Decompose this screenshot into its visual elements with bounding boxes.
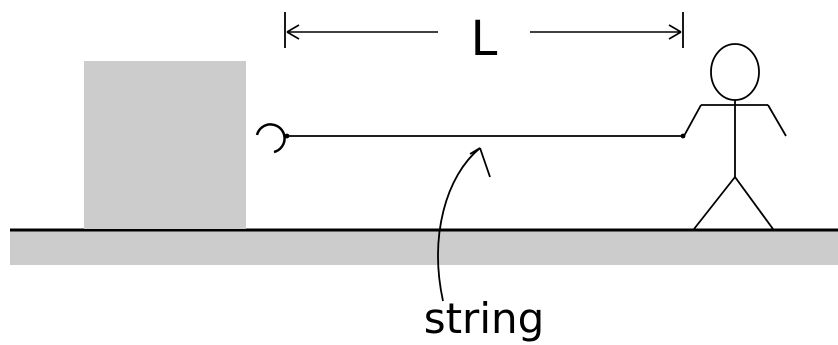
ground-strip xyxy=(10,229,838,265)
person-right-leg xyxy=(734,176,774,230)
person-left-arm xyxy=(683,104,702,137)
dimension-left-arrowhead xyxy=(286,24,300,40)
person-right-arm xyxy=(767,104,787,137)
block xyxy=(84,61,246,229)
person-left-leg xyxy=(693,176,736,230)
person-head xyxy=(710,43,760,101)
string-label: string xyxy=(424,294,545,343)
hook xyxy=(255,123,286,154)
pointer-curve xyxy=(437,147,481,302)
length-label: L xyxy=(471,11,498,67)
pointer-arrowhead xyxy=(469,147,491,178)
dimension-right-arrowhead xyxy=(668,24,682,40)
string-left-end xyxy=(284,133,290,139)
